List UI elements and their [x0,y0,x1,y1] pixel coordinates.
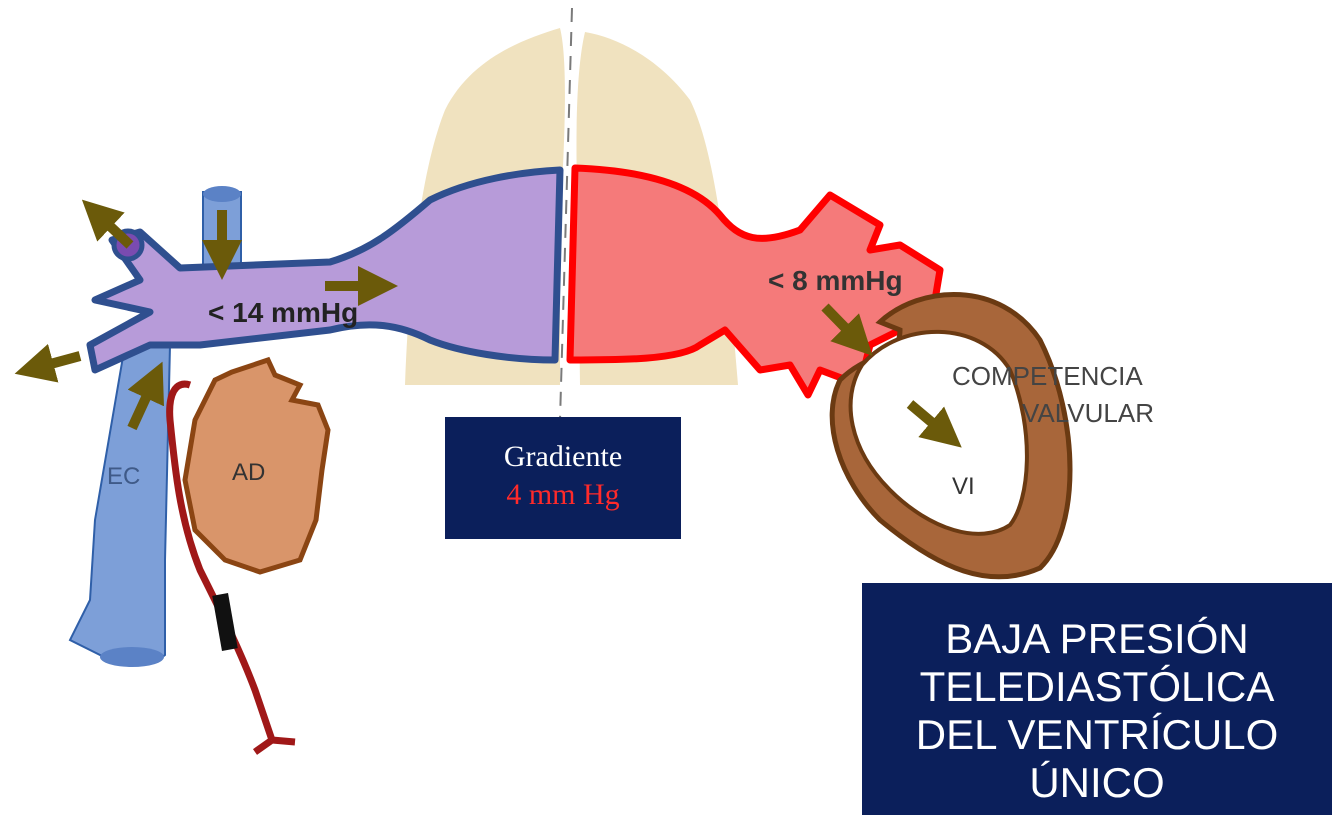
svc-opening [203,186,241,202]
pressure-atrial-label: < 8 mmHg [768,265,903,296]
note-callout: BAJA PRESIÓN TELEDIASTÓLICA DEL VENTRÍCU… [862,583,1332,815]
pulmonary-artery [90,170,560,370]
ivc-opening [100,647,164,667]
pressure-systemic-label: < 14 mmHg [208,297,358,328]
valvular-label: VALVULAR [1022,398,1154,428]
competencia-label: COMPETENCIA [952,361,1143,391]
gradient-value: 4 mm Hg [445,476,681,514]
inferior-vena-cava [70,345,170,665]
arrow-down-left [32,356,80,369]
ad-label: AD [232,459,265,486]
ec-label: EC [107,463,140,490]
note-line-3: DEL VENTRÍCULO [862,711,1332,759]
note-line-2: TELEDIASTÓLICA [862,663,1332,711]
gradient-callout: Gradiente 4 mm Hg [445,417,681,539]
note-line-4: ÚNICO [862,759,1332,807]
gradient-title: Gradiente [445,438,681,476]
catheter-band [212,593,237,651]
note-line-1: BAJA PRESIÓN [862,615,1332,663]
vi-label: VI [952,473,975,500]
